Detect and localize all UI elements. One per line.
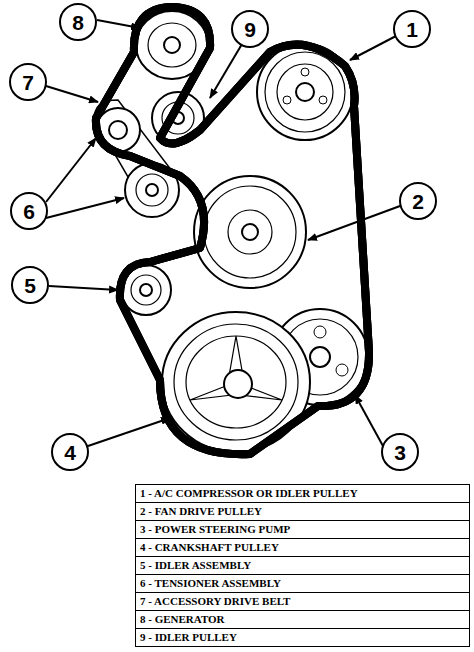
callout-number: 7 — [22, 72, 34, 93]
callout-number: 3 — [394, 442, 406, 463]
callout-circle: 3 — [381, 433, 419, 471]
callout-circle: 7 — [9, 63, 47, 101]
table-cell: 1 - A/C COMPRESSOR OR IDLER PULLEY — [136, 485, 469, 503]
callout-number: 8 — [72, 12, 84, 33]
callout-circle: 2 — [399, 182, 437, 220]
table-cell: 7 - ACCESSORY DRIVE BELT — [136, 593, 469, 611]
callout-circle: 9 — [231, 10, 269, 48]
table-cell: 2 - FAN DRIVE PULLEY — [136, 503, 469, 521]
table-cell: 6 - TENSIONER ASSEMBLY — [136, 575, 469, 593]
legend-table: 1 - A/C COMPRESSOR OR IDLER PULLEY2 - FA… — [135, 484, 470, 647]
callout-number: 2 — [412, 191, 424, 212]
callout-circle: 1 — [393, 10, 431, 48]
callout-number: 1 — [406, 19, 418, 40]
callout-circle: 4 — [51, 433, 89, 471]
table-cell: 5 - IDLER ASSEMBLY — [136, 557, 469, 575]
callout-circle: 5 — [11, 266, 49, 304]
callout-number: 6 — [23, 201, 35, 222]
table-cell: 4 - CRANKSHAFT PULLEY — [136, 539, 469, 557]
callout-number: 9 — [244, 19, 256, 40]
callout-circle: 8 — [59, 3, 97, 41]
table-cell: 8 - GENERATOR — [136, 611, 469, 629]
table-cell: 9 - IDLER PULLEY — [136, 629, 469, 646]
callout-number: 5 — [24, 275, 36, 296]
table-cell: 3 - POWER STEERING PUMP — [136, 521, 469, 539]
callout-number: 4 — [64, 442, 76, 463]
callout-circle: 6 — [10, 192, 48, 230]
